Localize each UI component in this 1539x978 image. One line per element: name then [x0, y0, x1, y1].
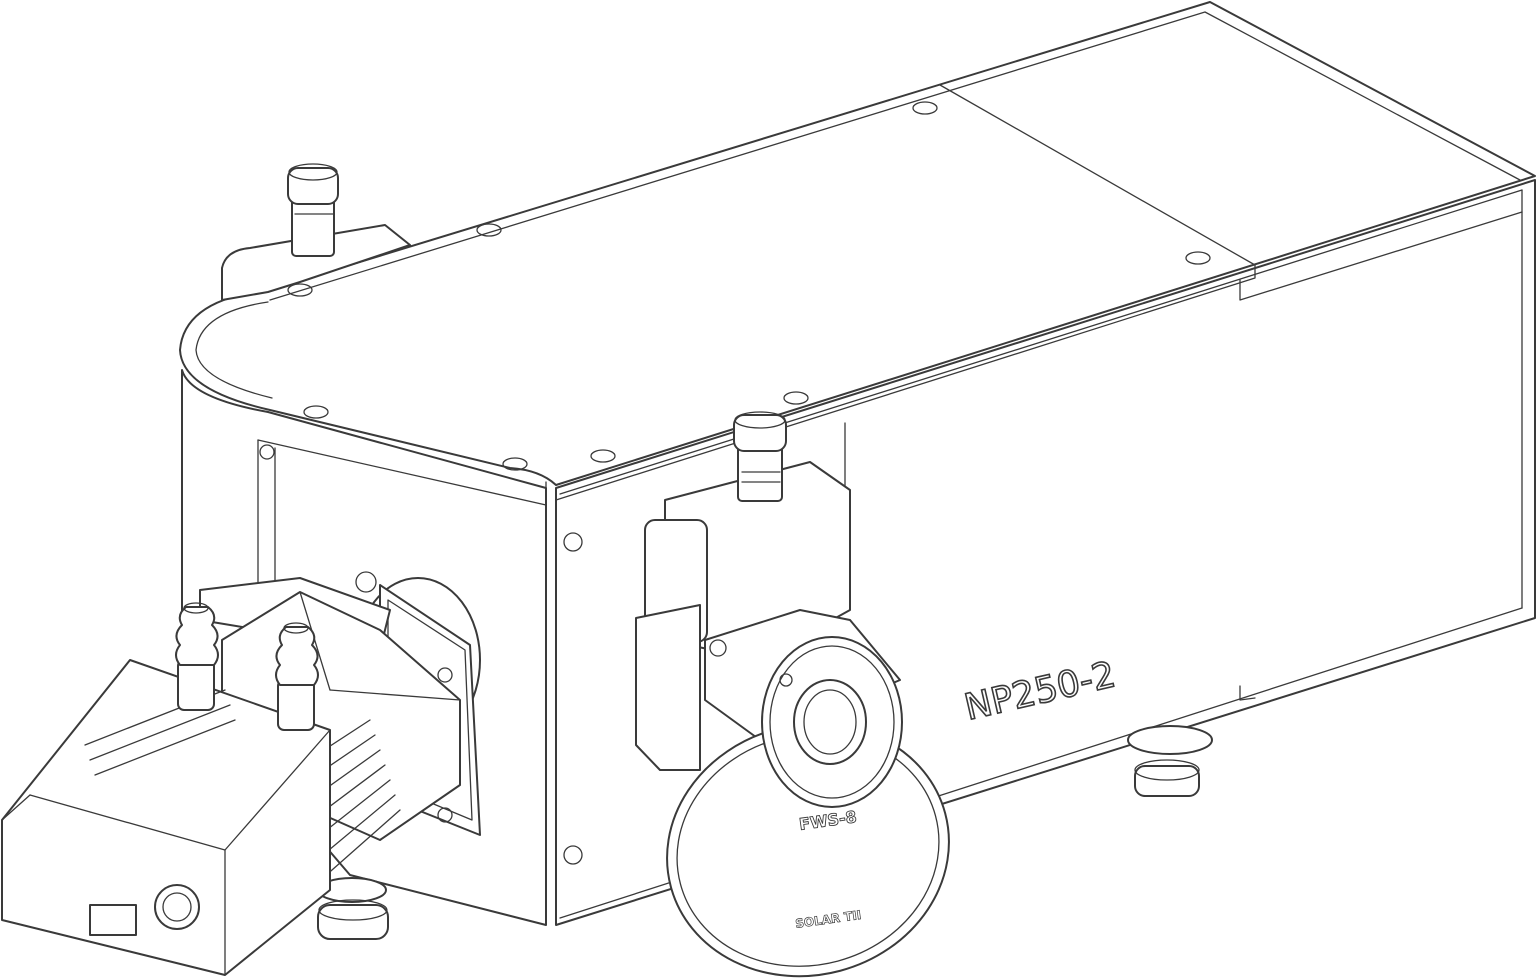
feet	[317, 725, 1213, 940]
connector-knob	[154, 884, 200, 930]
connector-port	[89, 904, 137, 936]
detector-head	[1, 577, 461, 976]
housing-top-lid	[179, 1, 1536, 926]
coolant-nozzles	[175, 602, 319, 731]
filter-wheel: FWS-8 SOLAR TII	[666, 609, 950, 978]
rear-slit-micrometer	[221, 163, 411, 301]
